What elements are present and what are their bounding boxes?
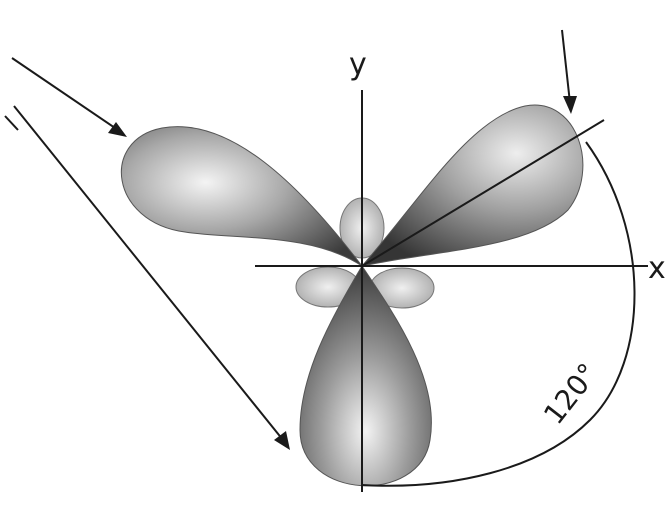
- lobe-upper-right: [360, 104, 584, 267]
- arrow-bottom: [13, 105, 284, 441]
- bond-line: [361, 119, 605, 267]
- y-axis-label: y: [349, 47, 367, 82]
- arrowhead-upper-right: [563, 96, 577, 114]
- angle-label: 120°: [537, 357, 605, 430]
- arrowhead-bottom: [274, 431, 290, 450]
- x-axis-label: x: [648, 251, 666, 286]
- arrow-upper-left: [11, 57, 119, 131]
- lobe-upper-left: [121, 126, 363, 267]
- arrow-from-left: [4, 115, 19, 131]
- arrow-upper-right: [561, 29, 571, 104]
- angle-arc: [361, 141, 636, 487]
- arrowhead-upper-left: [108, 122, 127, 137]
